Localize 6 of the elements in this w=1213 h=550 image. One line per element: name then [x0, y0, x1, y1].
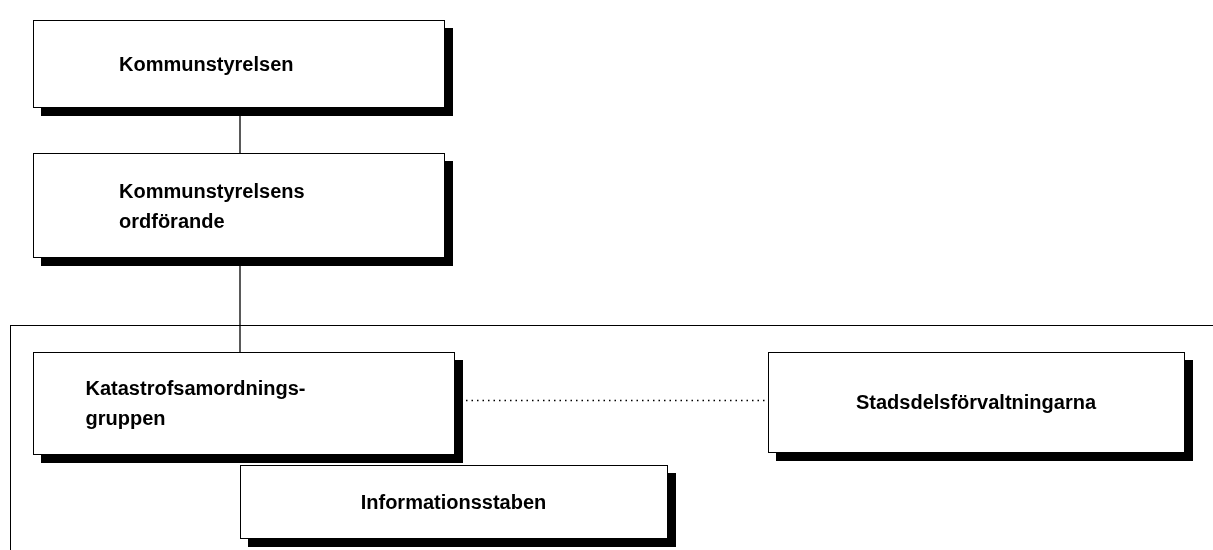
unit-name: Informationsstaben — [360, 489, 547, 515]
group-frame — [10, 325, 1213, 550]
unit-name: Kommunstyrelsen — [119, 52, 294, 77]
unit-name: Katastrofsamordnings-gruppen — [85, 376, 307, 431]
unit-name: Stadsdelsförvaltningarna — [855, 390, 1097, 415]
unit-name: Kommunstyrelsens ordförande — [119, 178, 306, 234]
